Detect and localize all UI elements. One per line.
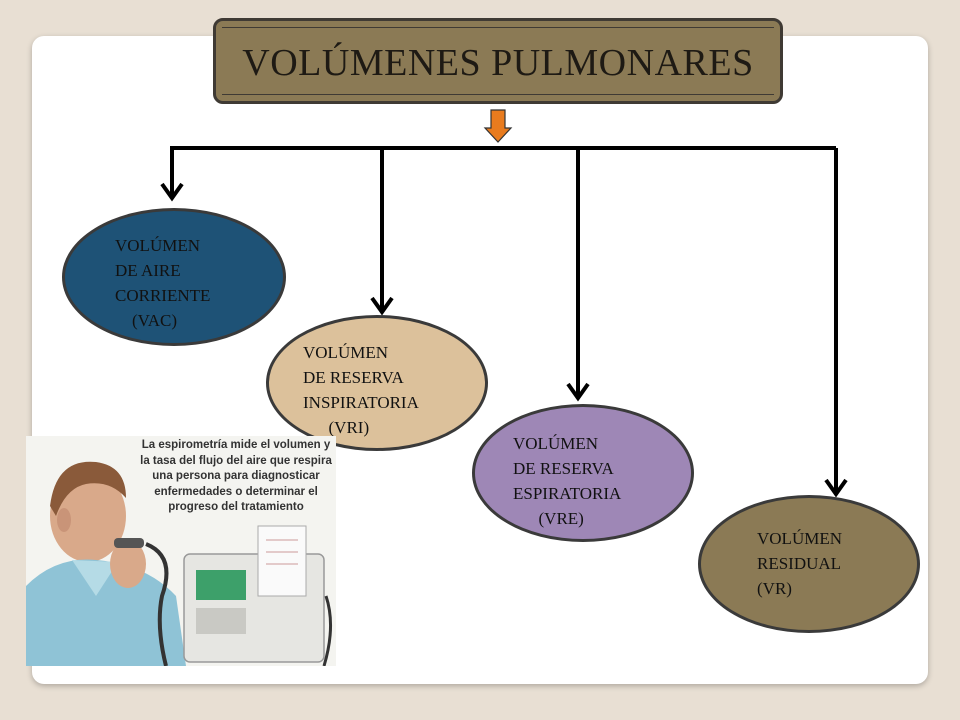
arrowhead-vre bbox=[566, 382, 590, 402]
arrowhead-vri bbox=[370, 296, 394, 316]
node-vr-label: VOLÚMEN RESIDUAL (VR) bbox=[757, 529, 842, 598]
spirometry-photo: La espirometría mide el volumen y la tas… bbox=[26, 436, 336, 666]
node-vac-label: VOLÚMEN DE AIRE CORRIENTE (VAC) bbox=[115, 236, 211, 330]
orange-down-arrow-icon bbox=[483, 109, 513, 143]
node-vre: VOLÚMEN DE RESERVA ESPIRATORIA (VRE) bbox=[472, 404, 694, 542]
diagram-title: VOLÚMENES PULMONARES bbox=[242, 42, 754, 84]
arrowhead-vac bbox=[160, 182, 184, 202]
node-vr: VOLÚMEN RESIDUAL (VR) bbox=[698, 495, 920, 633]
spirometry-illustration bbox=[26, 461, 333, 666]
photo-caption: La espirometría mide el volumen y la tas… bbox=[140, 439, 332, 513]
arrowhead-vr bbox=[824, 478, 848, 498]
node-vac: VOLÚMEN DE AIRE CORRIENTE (VAC) bbox=[62, 208, 286, 346]
title-box: VOLÚMENES PULMONARES bbox=[213, 18, 783, 104]
node-vri-label: VOLÚMEN DE RESERVA INSPIRATORIA (VRI) bbox=[303, 343, 419, 437]
node-vre-label: VOLÚMEN DE RESERVA ESPIRATORIA (VRE) bbox=[513, 434, 622, 528]
node-vri: VOLÚMEN DE RESERVA INSPIRATORIA (VRI) bbox=[266, 315, 488, 451]
